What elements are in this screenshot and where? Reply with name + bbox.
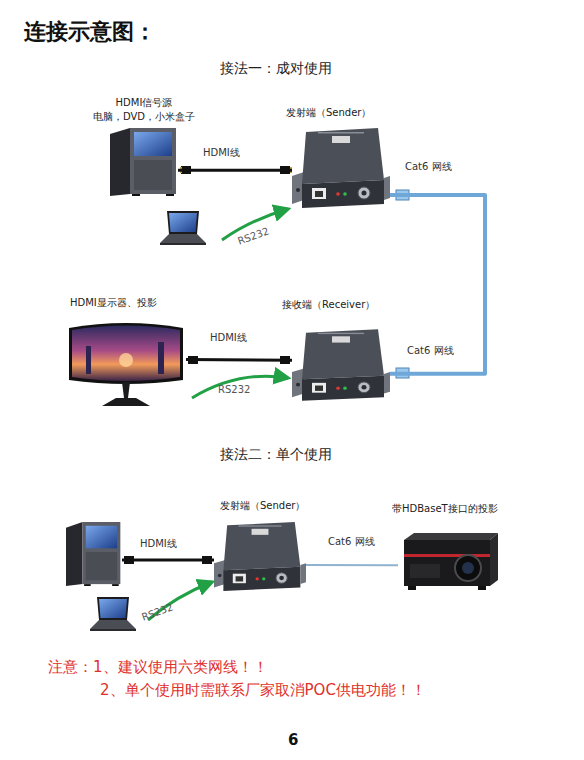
device-node: HDMI显示器、投影: [66, 320, 186, 408]
rj45-plug: [396, 368, 409, 378]
hdmi-plug: [124, 556, 134, 564]
text-label: RS232: [218, 384, 250, 395]
cable-label: Cat6 网线: [328, 535, 375, 549]
device-label: HDMI显示器、投影: [70, 296, 157, 310]
text-label: RS232: [236, 225, 270, 246]
device-node: 发射端（Sender）: [292, 120, 390, 215]
cable-label: HDMI线: [210, 331, 247, 345]
device-node: 接收端（Receiver）: [292, 322, 390, 407]
hdmi-plug: [202, 556, 212, 564]
text-label: Cat6 网线: [407, 344, 454, 358]
sender-box: [292, 128, 390, 208]
pc-tower: [66, 522, 120, 586]
monitor: [69, 323, 183, 406]
device-node: 发射端（Sender）: [214, 515, 306, 597]
hdmi-plug: [280, 356, 290, 364]
text-label: 接法一：成对使用: [220, 60, 332, 78]
pc-tower: [110, 128, 176, 196]
rs232-arrow: [192, 376, 288, 398]
device-node: HDMI信号源 电脑，DVD，小米盒子: [110, 128, 178, 196]
projector: [404, 533, 498, 590]
text-label: 2、单个使用时需联系厂家取消POC供电功能！！: [100, 681, 426, 700]
text-label: 6: [288, 731, 298, 749]
text-label: HDMI线: [140, 537, 177, 551]
rj45-plug: [396, 190, 409, 200]
cable: [178, 169, 292, 172]
receiver-box: [292, 329, 390, 401]
laptop: [160, 211, 206, 245]
hdmi-plug: [188, 356, 198, 364]
text-label: 接法二：单个使用: [220, 446, 332, 464]
device-label: 带HDBaseT接口的投影: [392, 502, 498, 516]
hdmi-plug-tip: [290, 167, 292, 173]
device-label: 发射端（Sender）: [220, 499, 305, 513]
hdmi-plug-tip: [180, 167, 182, 173]
cable: [186, 358, 292, 362]
hdmi-plug: [280, 166, 290, 174]
device-label: HDMI信号源 电脑，DVD，小米盒子: [88, 96, 200, 123]
sender-box: [214, 522, 306, 591]
hdmi-cable: [122, 559, 214, 562]
device-node: 带HDBaseT接口的投影: [398, 530, 502, 594]
page-title: 连接示意图：: [24, 17, 156, 47]
cable-label: HDMI线: [203, 146, 240, 160]
device-label: 接收端（Receiver）: [282, 298, 375, 312]
cable: [306, 564, 398, 566]
cable: [390, 195, 485, 374]
laptop: [90, 597, 136, 631]
device-label: 发射端（Sender）: [286, 106, 371, 120]
hdmi-plug: [181, 166, 191, 174]
cable-label: Cat6 网线: [405, 160, 452, 174]
text-label: 注意：1、建议使用六类网线！！: [48, 658, 268, 677]
text-label: RS232: [140, 601, 174, 622]
